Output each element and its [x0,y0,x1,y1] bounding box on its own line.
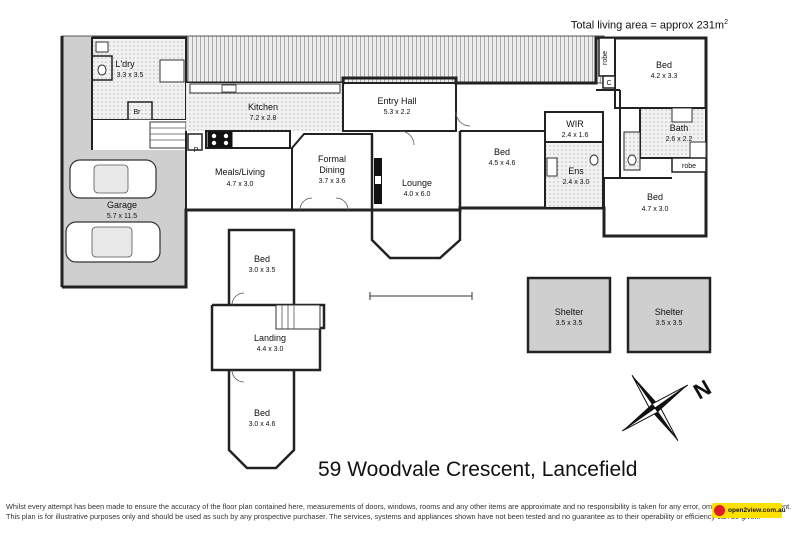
disclaimer-line-1: Whilst every attempt has been made to en… [6,502,792,511]
door-swing [231,292,245,306]
bed-lower-walls [227,370,296,470]
room-name: Lounge [402,178,432,188]
room-name: Formal [318,154,346,164]
room-dims: 4.2 x 3.3 [651,73,678,80]
cooktop-icon [207,131,233,148]
room-dims: 2.6 x 2.2 [666,136,693,143]
room-dims: 3.5 x 3.5 [556,320,583,327]
room-name: Ens [568,166,584,176]
brand-mark-icon [714,505,725,516]
fireplace-gap [375,176,381,184]
shelter-2 [626,276,712,354]
room-name: Landing [254,333,286,343]
property-address: 59 Woodvale Crescent, Lancefield [318,458,638,481]
pantry [187,133,203,151]
room-name: Bed [494,147,510,157]
room-dims: 7.2 x 2.8 [250,115,277,122]
room-name: WIR [566,119,584,129]
bath-shower [689,141,707,159]
room-dims: 3.0 x 4.6 [249,421,276,428]
car-icon [69,159,157,199]
disclaimer: Whilst every attempt has been made to en… [6,502,792,521]
room-name: Bed [254,408,270,418]
burner [211,140,217,146]
room-name: Meals/Living [215,167,265,177]
total-living-area: Total living area = approx 231m2 [571,19,728,32]
stairwell [275,304,321,330]
room-dims: 4.5 x 4.6 [489,160,516,167]
lounge-wall [370,131,462,260]
room-name: Kitchen [248,102,278,112]
room-dims: 3.0 x 3.5 [249,267,276,274]
car-icon [65,221,161,263]
ens-toilet-icon [589,154,599,166]
room-name: Bath [670,123,689,133]
room-dims: 2.4 x 3.0 [563,179,590,186]
room-dims: 2.4 x 1.6 [562,132,589,139]
room-name: P [194,147,199,154]
rear-hall [92,120,186,150]
robe-right [671,157,707,173]
verandah-deck [185,35,605,84]
scale-bar [369,292,473,300]
room-name: C [606,80,611,87]
toilet-icon [627,154,637,166]
room-name: robe [682,163,696,170]
area-unit-superscript: 2 [724,19,728,26]
laundry-bench [159,59,185,83]
door-swing [399,130,415,146]
door-swing [335,197,349,211]
burner [211,133,217,139]
door-swing [455,111,471,127]
room-name: Bed [656,60,672,70]
room-dims: 4.4 x 3.0 [257,346,284,353]
brand-name: open2view.com.au [728,507,786,514]
room-name: Bed [647,192,663,202]
door-swing [231,369,245,383]
room-dims: 3.5 x 3.5 [656,320,683,327]
room-dims: 5.3 x 2.2 [384,109,411,116]
room-name: Shelter [555,307,584,317]
room-name: Dining [319,165,345,175]
bath-tub [671,107,693,123]
kitchen-sink [221,84,237,93]
room-dims: 4.0 x 6.0 [404,191,431,198]
room-labels: L'dry 3.3 x 3.5 Br Kitchen 7.2 x 2.8 Ent… [107,51,696,428]
compass-north-letter: N [689,375,715,405]
room-dims: 3.3 x 3.5 [117,72,144,79]
room-dims: 4.7 x 3.0 [227,181,254,188]
room-name: L'dry [115,59,135,69]
room-name: Garage [107,200,137,210]
ens-basin [546,157,558,177]
total-area-text: Total living area = approx 231m [570,19,725,32]
room-dims: 3.7 x 3.6 [319,178,346,185]
shelter-1 [526,276,612,354]
room-name: Br [134,109,142,116]
room-name: robe [602,51,609,65]
room-name: Shelter [655,307,684,317]
bed-upper-walls [227,228,296,305]
burner [223,133,229,139]
laundry-toilet-icon [97,64,107,76]
brand-logo[interactable]: open2view.com.au [712,503,786,518]
room-name: Entry Hall [377,96,416,106]
room-dims: 5.7 x 11.5 [107,213,137,220]
room-name: Bed [254,254,270,264]
laundry-trough [95,41,109,53]
burner [223,140,229,146]
entry-hall-walls [342,82,457,132]
disclaimer-line-2: This plan is for illustrative purposes o… [6,511,761,521]
kitchen-bench-top [189,83,341,94]
door-swing [299,197,313,211]
compass-rose-icon [621,374,689,442]
cupboard-c [602,75,616,89]
room-dims: 4.7 x 3.0 [642,206,669,213]
